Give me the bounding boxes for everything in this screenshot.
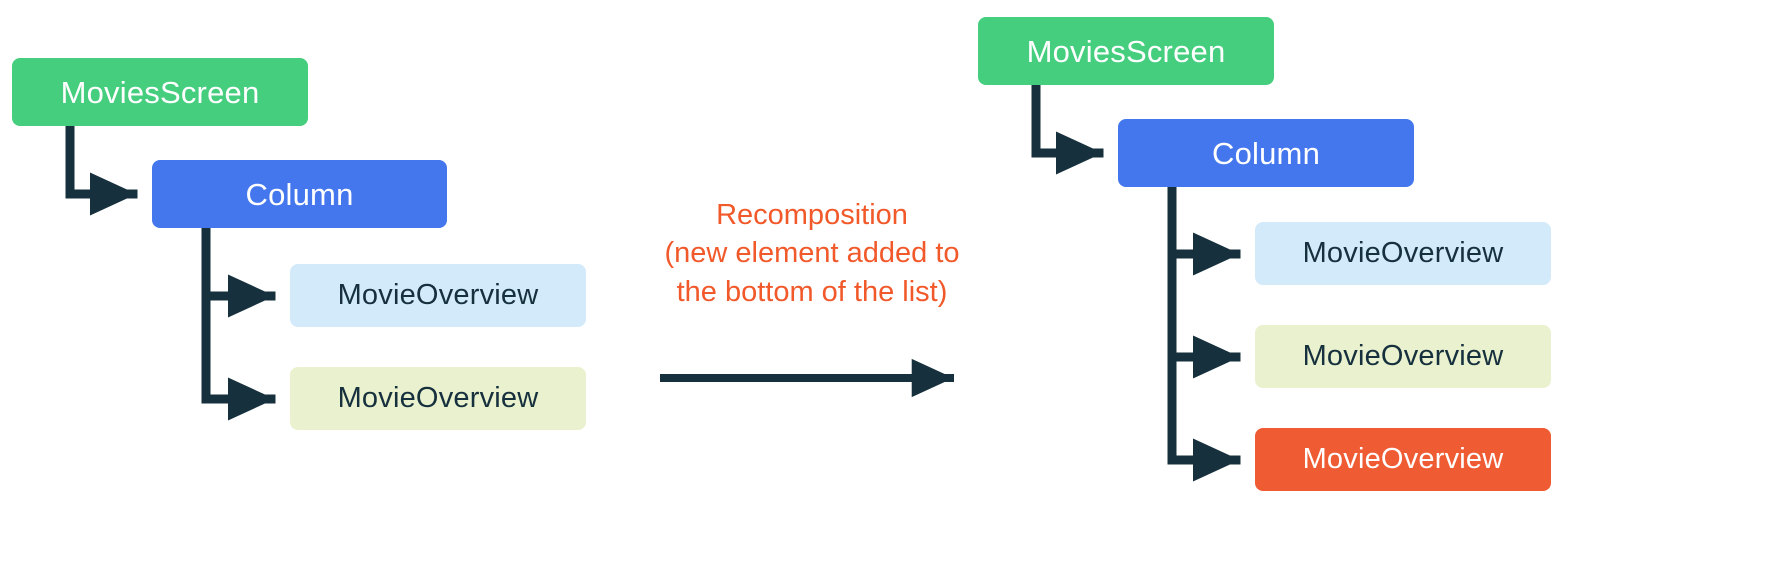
after-node-movies-screen[interactable]: MoviesScreen [978, 17, 1274, 85]
after-node-movie-overview-3-new-label: MovieOverview [1302, 443, 1504, 475]
after-node-movie-overview-2[interactable]: MovieOverview [1255, 325, 1551, 388]
before-node-movie-overview-1[interactable]: MovieOverview [290, 264, 586, 327]
after-node-movies-screen-label: MoviesScreen [1026, 33, 1226, 69]
before-node-movies-screen[interactable]: MoviesScreen [12, 58, 308, 126]
edge-screen-to-column-right [1031, 82, 1104, 175]
before-node-movie-overview-2[interactable]: MovieOverview [290, 367, 586, 430]
before-node-column-label: Column [245, 176, 354, 212]
recomposition-caption-line-3: the bottom of the list) [676, 275, 948, 308]
after-node-movie-overview-1-label: MovieOverview [1302, 237, 1504, 269]
before-node-movie-overview-1-label: MovieOverview [337, 279, 539, 311]
edge-screen-to-column-left [65, 123, 138, 216]
after-node-movie-overview-1[interactable]: MovieOverview [1255, 222, 1551, 285]
recomposition-caption: Recomposition (new element added to the … [640, 196, 984, 311]
after-node-movie-overview-3-new[interactable]: MovieOverview [1255, 428, 1551, 491]
recomposition-caption-line-2: (new element added to [664, 237, 960, 270]
recomposition-caption-line-1: Recomposition [716, 199, 908, 231]
after-node-movie-overview-2-label: MovieOverview [1302, 340, 1504, 372]
before-node-movie-overview-2-label: MovieOverview [337, 382, 539, 414]
before-node-column[interactable]: Column [152, 160, 447, 228]
before-node-movies-screen-label: MoviesScreen [60, 74, 260, 110]
after-node-column-label: Column [1211, 135, 1321, 171]
after-node-column[interactable]: Column [1118, 119, 1414, 187]
